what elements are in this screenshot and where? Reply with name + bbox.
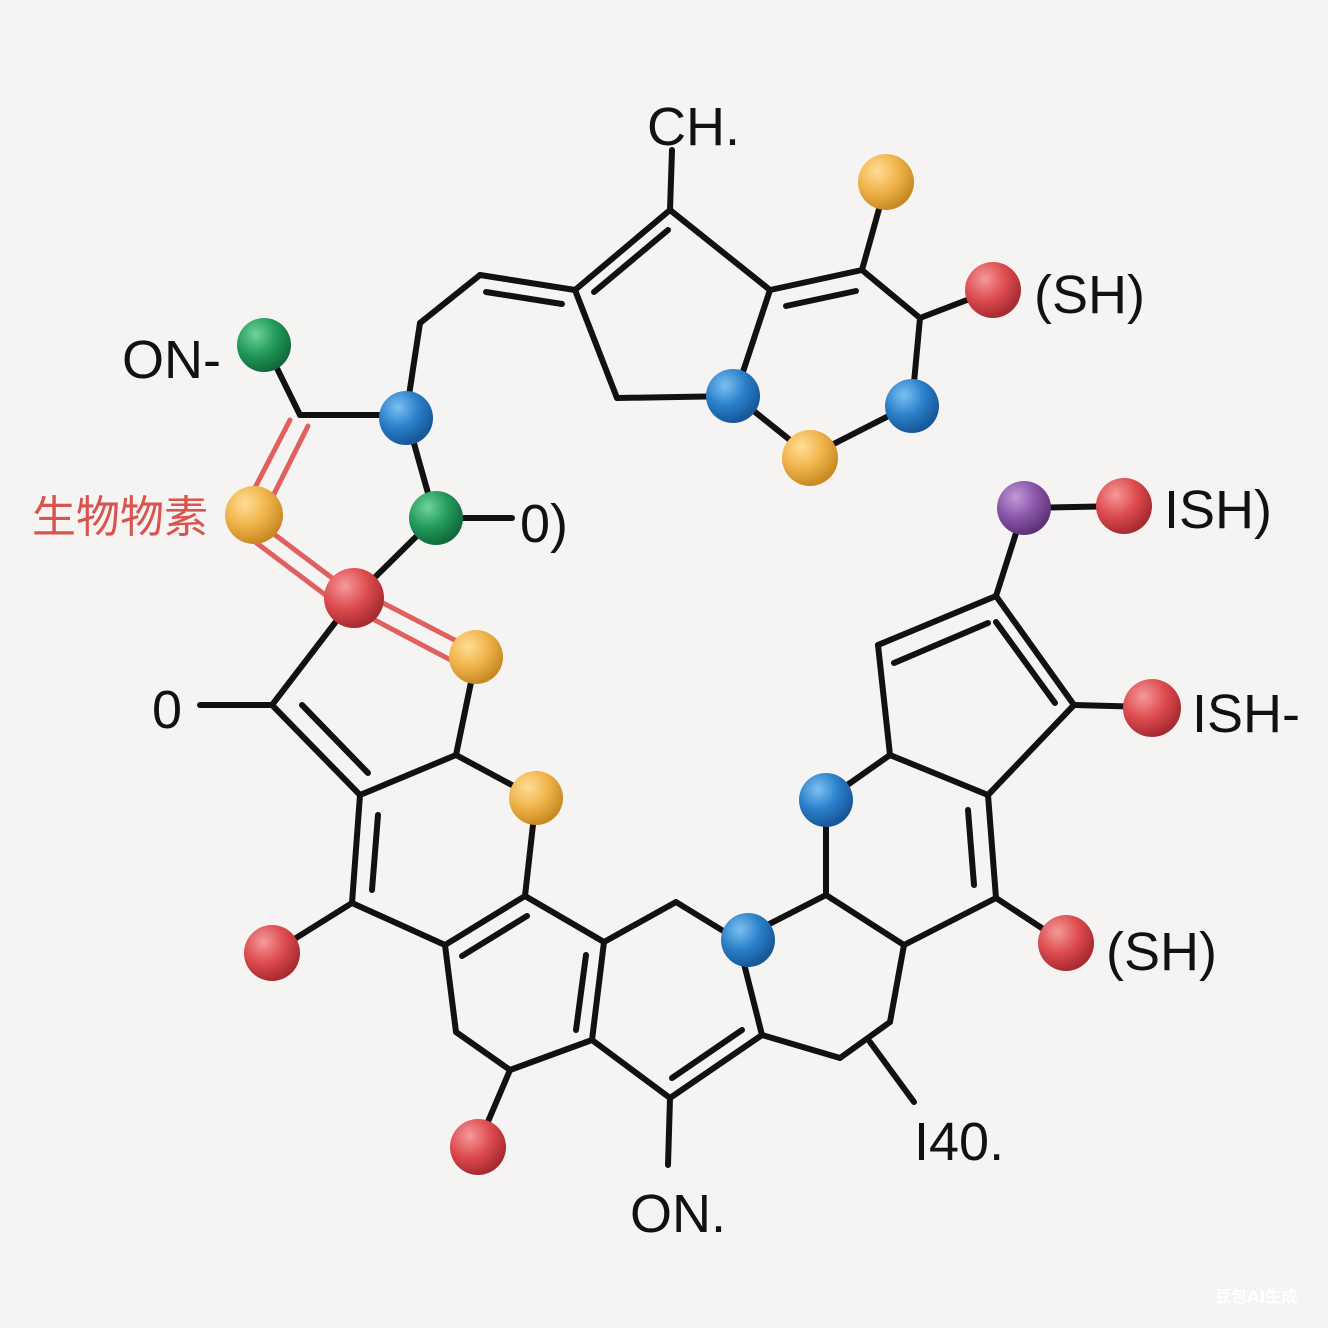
bond <box>665 1095 673 1168</box>
bond <box>993 619 1058 706</box>
bond <box>601 899 679 945</box>
label-sh-bottom: (SH) <box>1106 922 1217 982</box>
bond <box>667 147 675 213</box>
atom-green <box>237 318 291 372</box>
atom-red <box>324 568 384 628</box>
atom-red <box>1096 478 1152 534</box>
bond <box>823 892 907 948</box>
atom-blue <box>799 773 853 827</box>
bond <box>985 792 999 901</box>
bond <box>573 952 589 1033</box>
watermark: 豆包AI生成 <box>1215 1287 1297 1306</box>
bond <box>522 893 607 945</box>
atom-blue <box>885 379 939 433</box>
label-biotin: 生物物素 <box>32 492 208 543</box>
atoms <box>225 154 1181 1175</box>
bond <box>985 702 1077 798</box>
bond <box>667 1032 765 1101</box>
bond <box>483 289 565 307</box>
bond <box>349 900 448 948</box>
atom-green <box>409 491 463 545</box>
bond <box>357 752 459 798</box>
atom-red <box>1038 915 1094 971</box>
label-on-bottom: ON. <box>630 1184 726 1244</box>
bond <box>887 752 991 798</box>
label-on-left: ON- <box>122 330 221 390</box>
label-ish-top: ISH) <box>1164 480 1272 540</box>
atom-red <box>965 262 1021 318</box>
bond <box>442 893 528 948</box>
bond <box>965 807 977 888</box>
bond <box>507 1037 595 1073</box>
bond <box>767 267 865 293</box>
bond <box>589 1037 673 1101</box>
bond <box>269 702 363 798</box>
bond <box>887 942 907 1025</box>
atom-blue <box>721 913 775 967</box>
bond <box>369 812 381 893</box>
label-ish-mid: ISH- <box>1192 684 1300 744</box>
bond <box>859 267 923 321</box>
bond <box>349 792 363 906</box>
atom-orange <box>449 630 503 684</box>
bond <box>299 702 371 776</box>
bond <box>417 272 483 326</box>
bond <box>453 1029 513 1073</box>
label-i40: I40. <box>914 1112 1004 1172</box>
atom-blue <box>706 369 760 423</box>
label-sh-top: (SH) <box>1034 265 1145 325</box>
bond <box>783 288 859 309</box>
label-ch: CH. <box>647 97 740 157</box>
bond <box>591 227 671 295</box>
labels: CH. (SH) ON- 生物物素 0) ISH) 0 ISH- (SH) I4… <box>32 97 1300 1306</box>
bond <box>837 1019 893 1061</box>
atom-orange <box>225 486 283 544</box>
atom-purple <box>997 481 1051 535</box>
atom-orange <box>782 430 838 486</box>
bond <box>572 207 673 293</box>
atom-orange <box>509 771 563 825</box>
bond <box>572 287 620 401</box>
label-zero-paren: 0) <box>520 494 568 554</box>
bond <box>669 1027 745 1081</box>
bond <box>875 593 999 648</box>
bond <box>759 1032 843 1061</box>
atom-red <box>1123 679 1181 737</box>
bond <box>993 593 1077 708</box>
atom-orange <box>858 154 914 210</box>
bond <box>901 895 999 948</box>
bond <box>459 913 530 959</box>
atom-blue <box>379 391 433 445</box>
bond <box>891 620 991 666</box>
bond <box>477 272 578 293</box>
bond <box>442 942 459 1035</box>
label-zero-left: 0 <box>152 680 182 740</box>
bond <box>589 939 607 1043</box>
bond <box>875 642 893 758</box>
bond <box>667 207 773 293</box>
bond <box>867 1039 917 1105</box>
atom-red <box>244 925 300 981</box>
atom-red <box>450 1119 506 1175</box>
